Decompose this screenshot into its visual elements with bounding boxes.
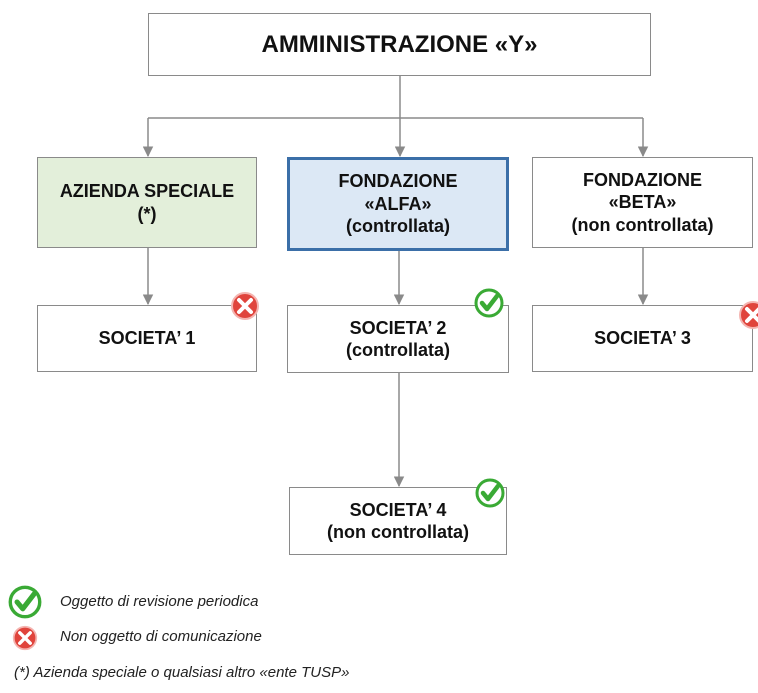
legend-cross-text: Non oggetto di comunicazione [60,628,262,645]
fondazione-beta-label: FONDAZIONE «BETA» (non controllata) [571,169,714,235]
societa-3-box: SOCIETA’ 3 [532,305,753,372]
check-icon [475,478,505,508]
fondazione-beta-box: FONDAZIONE «BETA» (non controllata) [532,157,753,248]
societa-2-label: SOCIETA’ 2 (controllata) [345,317,450,361]
root-box: AMMINISTRAZIONE «Y» [148,13,651,76]
fondazione-alfa-box: FONDAZIONE «ALFA» (controllata) [287,157,509,251]
societa-4-label: SOCIETA’ 4 (non controllata) [327,499,469,543]
root-label: AMMINISTRAZIONE «Y» [261,30,538,58]
cross-icon [231,292,259,320]
check-icon [474,288,504,318]
legend-check-text: Oggetto di revisione periodica [60,593,259,610]
societa-2-box: SOCIETA’ 2 (controllata) [287,305,509,373]
societa-1-label: SOCIETA’ 1 [98,328,196,349]
azienda-speciale-box: AZIENDA SPECIALE (*) [37,157,257,248]
societa-4-box: SOCIETA’ 4 (non controllata) [289,487,507,555]
azienda-speciale-label: AZIENDA SPECIALE (*) [59,181,235,224]
legend-check-icon [8,585,42,619]
legend-cross-icon [12,625,38,651]
legend-footnote: (*) Azienda speciale o qualsiasi altro «… [14,664,350,681]
societa-1-box: SOCIETA’ 1 [37,305,257,372]
societa-3-label: SOCIETA’ 3 [594,328,691,349]
cross-icon [739,301,758,329]
fondazione-alfa-label: FONDAZIONE «ALFA» (controllata) [338,171,458,237]
